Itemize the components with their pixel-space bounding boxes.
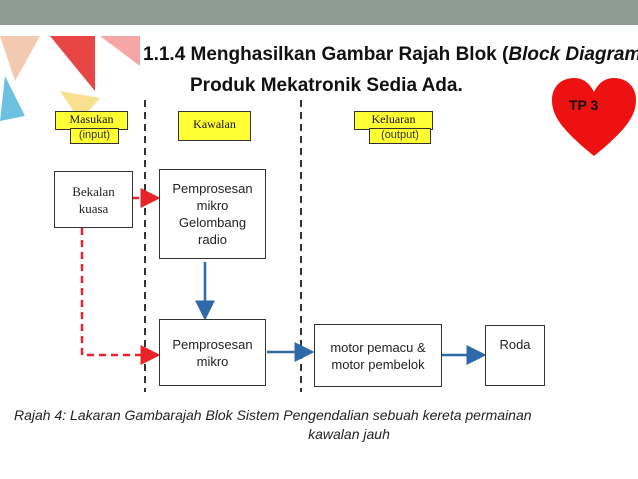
block-bekalan-kuasa: Bekalan kuasa bbox=[54, 171, 133, 228]
arrow-power-to-processor bbox=[82, 228, 158, 355]
block-roda: Roda bbox=[485, 325, 545, 386]
block-motor: motor pemacu & motor pembelok bbox=[314, 324, 442, 387]
block-pemprosesan-radio: Pemprosesan mikro Gelombang radio bbox=[159, 169, 266, 259]
block-pemprosesan-mikro: Pemprosesan mikro bbox=[159, 319, 266, 386]
figure-caption: Rajah 4: Lakaran Gambarajah Blok Sistem … bbox=[14, 406, 624, 444]
bottom-area bbox=[0, 446, 638, 479]
